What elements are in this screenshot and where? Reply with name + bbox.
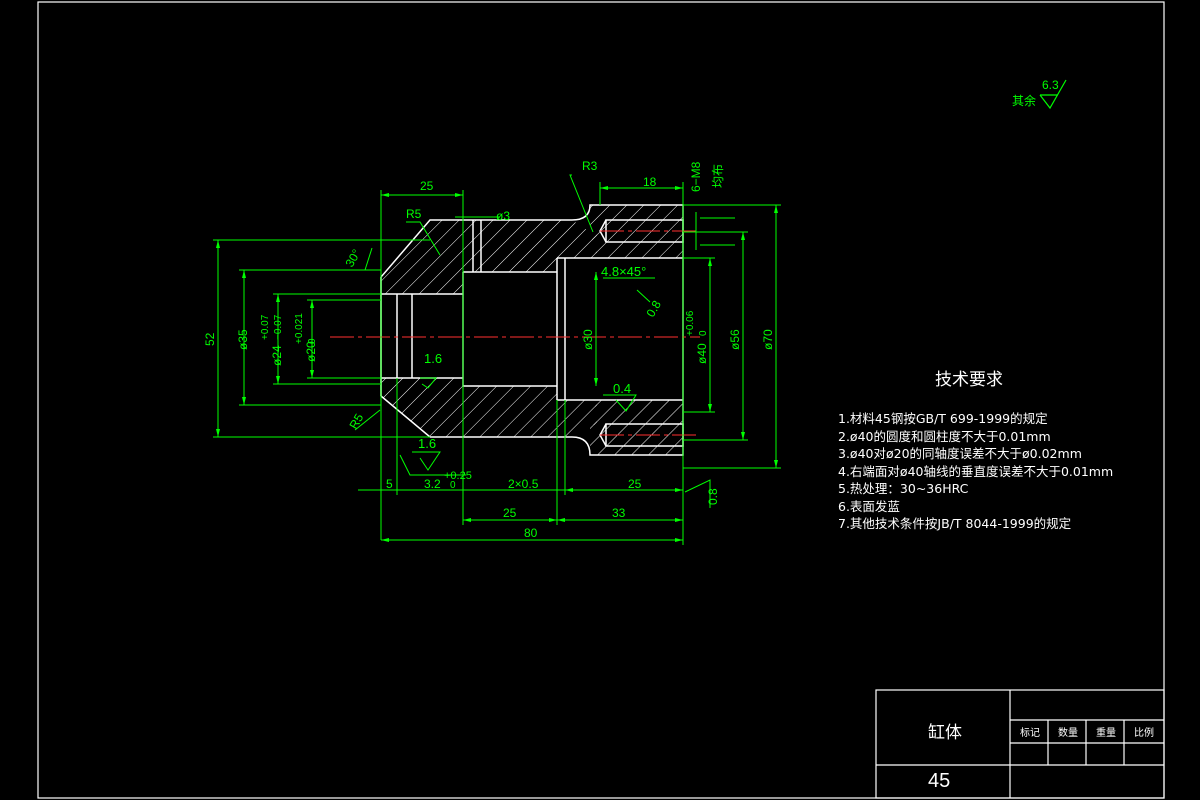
dim-25-right: 25 bbox=[628, 477, 642, 491]
header-weight: 重量 bbox=[1096, 726, 1116, 739]
header-scale: 比例 bbox=[1134, 726, 1154, 739]
dim-rough-08b: 0.8 bbox=[706, 488, 720, 505]
dim-rough-08a: 0.8 bbox=[643, 298, 664, 320]
part-name: 缸体 bbox=[928, 722, 962, 743]
dim-d40: ø40 bbox=[695, 343, 709, 364]
dim-d20-tol-up: +0.021 bbox=[294, 313, 305, 344]
dim-25-top: 25 bbox=[420, 179, 434, 193]
tech-requirements-list: 1.材料45钢按GB/T 699-1999的规定 2.ø40的圆度和圆柱度不大于… bbox=[838, 410, 1113, 533]
dim-d20-tol-lo: 0 bbox=[307, 338, 318, 344]
sheet-border bbox=[37, 1, 1165, 799]
dim-thread-note: 均布 bbox=[711, 164, 725, 188]
dim-r5: R5 bbox=[406, 207, 422, 221]
part-material: 45 bbox=[928, 770, 950, 792]
dim-52: 52 bbox=[203, 332, 217, 346]
tech-requirement-item: 4.右端面对ø40轴线的垂直度误差不大于0.01mm bbox=[838, 463, 1114, 479]
tech-requirement-item: 1.材料45钢按GB/T 699-1999的规定 bbox=[838, 411, 1048, 426]
dim-chamfer: 4.8×45° bbox=[601, 264, 646, 279]
tech-requirement-item: 3.ø40对ø20的同轴度误差不大于ø0.02mm bbox=[838, 446, 1082, 461]
dim-d30: ø30 bbox=[581, 329, 595, 350]
dim-25-bottom: 25 bbox=[503, 506, 517, 520]
tech-requirements-title: 技术要求 bbox=[935, 370, 1003, 390]
surface-rest-value: 6.3 bbox=[1042, 78, 1059, 92]
tech-requirement-item: 2.ø40的圆度和圆柱度不大于0.01mm bbox=[838, 428, 1051, 444]
tech-requirement-item: 7.其他技术条件按JB/T 8044-1999的规定 bbox=[838, 516, 1072, 531]
dim-d20: ø20 bbox=[304, 341, 318, 362]
dim-rough-04: 0.4 bbox=[613, 381, 631, 396]
surface-finish-rest: 其余 6.3 bbox=[1012, 78, 1067, 110]
dimension-texts: 25 18 R3 6−M8 均布 R5 ø3 30° 4.8×45° 0.8 5… bbox=[203, 159, 775, 540]
title-block-texts: 缸体 45 标记 数量 重量 比例 bbox=[928, 722, 1154, 792]
dim-33: 33 bbox=[612, 506, 626, 520]
dimension-arrowheads bbox=[216, 186, 778, 542]
tech-requirement-item: 6.表面发蓝 bbox=[838, 498, 900, 514]
dim-d40-tol-up: +0.06 bbox=[685, 310, 696, 336]
dim-rough-16a: 1.6 bbox=[424, 351, 442, 366]
dim-3-2-tol: 0 bbox=[450, 480, 456, 491]
dim-r3: R3 bbox=[582, 159, 598, 173]
header-quantity: 数量 bbox=[1058, 726, 1078, 739]
dim-d24-tol-up: +0.07 bbox=[260, 314, 271, 340]
tech-requirement-item: 5.热处理：30~36HRC bbox=[838, 481, 969, 496]
dim-3-2: 3.2 bbox=[424, 477, 441, 491]
dim-thread: 6−M8 bbox=[689, 161, 703, 192]
dim-d70: ø70 bbox=[761, 329, 775, 350]
header-mark: 标记 bbox=[1020, 727, 1040, 739]
dim-2x05: 2×0.5 bbox=[508, 477, 539, 491]
dim-d40-tol-lo: 0 bbox=[698, 330, 709, 336]
dim-tol-025: +0.25 bbox=[444, 470, 472, 482]
dim-d24-tol-lo: −0.07 bbox=[273, 314, 284, 340]
dim-d56: ø56 bbox=[728, 329, 742, 350]
dim-r5b: R5 bbox=[346, 411, 366, 432]
title-block bbox=[875, 689, 1165, 799]
dim-18: 18 bbox=[643, 175, 657, 189]
dim-d3: ø3 bbox=[496, 209, 510, 223]
dim-30deg: 30° bbox=[342, 247, 363, 270]
dim-rough-16b: 1.6 bbox=[418, 436, 436, 451]
dim-d24: ø24 bbox=[270, 345, 284, 366]
dim-5: 5 bbox=[386, 477, 393, 491]
dimension-lines bbox=[213, 174, 781, 545]
surface-rest-label: 其余 bbox=[1012, 93, 1036, 108]
dim-80: 80 bbox=[524, 526, 538, 540]
dim-d35: ø35 bbox=[236, 329, 250, 350]
